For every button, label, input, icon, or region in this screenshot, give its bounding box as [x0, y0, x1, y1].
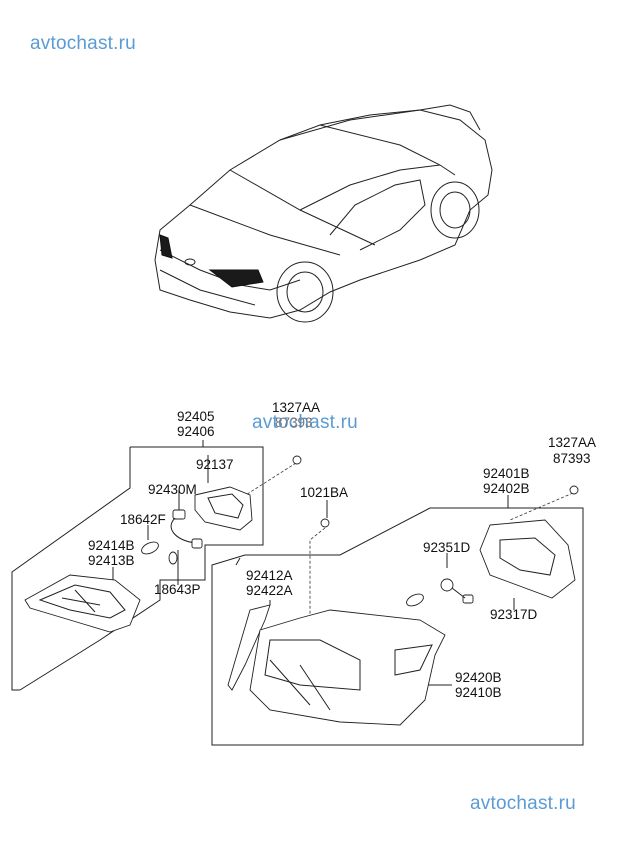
label-92137: 92137 — [196, 457, 234, 472]
label-92405: 92405 — [177, 409, 215, 424]
label-18642f: 18642F — [120, 512, 166, 527]
clip-group — [309, 500, 330, 660]
label-92412a: 92412A — [246, 568, 293, 583]
watermark-top: avtochast.ru — [30, 33, 136, 54]
label-92401b: 92401B — [483, 466, 530, 481]
label-1327aa-right: 1327AA — [548, 435, 597, 450]
label-1021ba: 1021BA — [300, 485, 349, 500]
label-87393-right: 87393 — [553, 451, 591, 466]
label-92430m: 92430M — [148, 482, 197, 497]
inner-lamp-group — [11, 440, 302, 691]
label-92351d: 92351D — [423, 540, 471, 555]
label-92413b: 92413B — [88, 553, 135, 568]
label-92410b: 92410B — [455, 685, 502, 700]
watermark-middle: avtochast.ru — [252, 412, 358, 433]
car-illustration — [154, 104, 493, 323]
watermark-bottom: avtochast.ru — [470, 793, 576, 814]
label-92414b: 92414B — [88, 538, 135, 553]
label-92420b: 92420B — [455, 670, 502, 685]
label-1327aa-top: 1327AA — [272, 400, 321, 415]
label-92406: 92406 — [177, 424, 215, 439]
label-92422a: 92422A — [246, 583, 293, 598]
label-92317d: 92317D — [490, 607, 538, 622]
outer-lamp-group — [211, 485, 584, 746]
label-87393-top: 87393 — [275, 415, 313, 430]
label-18643p: 18643P — [154, 582, 201, 597]
label-92402b: 92402B — [483, 481, 530, 496]
